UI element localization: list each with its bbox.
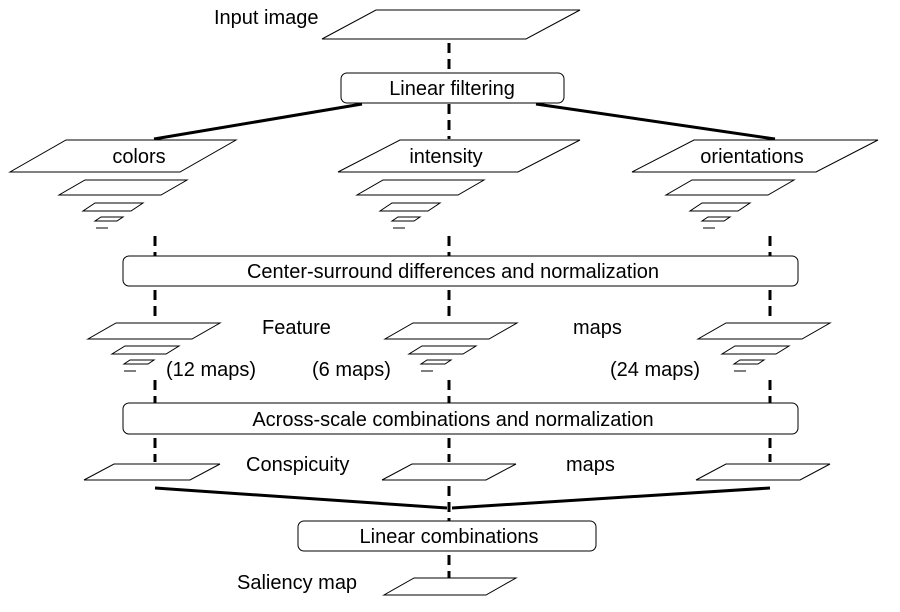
orientations-feature-maps — [696, 322, 832, 372]
connector-filtering-to-colors — [153, 102, 363, 141]
center-surround-label: Center-surround differences and normaliz… — [247, 261, 659, 283]
orientations-map-count: (24 maps) — [610, 359, 700, 381]
saliency-map-sheet — [382, 577, 518, 596]
across-scale-box — [122, 402, 799, 435]
linear-combinations-label: Linear combinations — [360, 526, 539, 548]
across-scale-label: Across-scale combinations and normalizat… — [252, 409, 653, 431]
orientations-pyramid — [631, 139, 879, 229]
input-image-label: Input image — [214, 7, 319, 29]
colors-feature-maps — [86, 322, 222, 372]
linear-filtering-box — [340, 72, 565, 104]
connector-filtering-to-orientations — [535, 102, 776, 141]
channel-orientations-label: orientations — [700, 146, 803, 168]
linear-combinations-box — [297, 520, 597, 552]
channel-intensity-label: intensity — [409, 146, 482, 168]
input-image-sheet — [321, 9, 581, 40]
colors-conspicuity-map — [83, 463, 221, 481]
conspicuity-maps-word-conspicuity: Conspicuity — [246, 454, 349, 476]
linear-filtering-label: Linear filtering — [389, 78, 515, 100]
saliency-map-label: Saliency map — [237, 572, 357, 594]
feature-maps-word-maps: maps — [573, 317, 622, 339]
conspicuity-maps-word-maps: maps — [566, 454, 615, 476]
intensity-map-count: (6 maps) — [312, 359, 391, 381]
intensity-feature-maps — [383, 322, 519, 372]
intensity-conspicuity-map — [381, 463, 517, 481]
feature-maps-word-feature: Feature — [262, 317, 331, 339]
center-surround-box — [122, 255, 799, 287]
colors-map-count: (12 maps) — [166, 359, 256, 381]
channel-colors-label: colors — [112, 146, 165, 168]
intensity-pyramid — [337, 139, 581, 229]
colors-pyramid — [8, 139, 238, 229]
connector-orientations-to-linear-combinations — [451, 486, 771, 510]
connector-colors-to-linear-combinations — [154, 486, 448, 510]
orientations-conspicuity-map — [695, 463, 831, 481]
